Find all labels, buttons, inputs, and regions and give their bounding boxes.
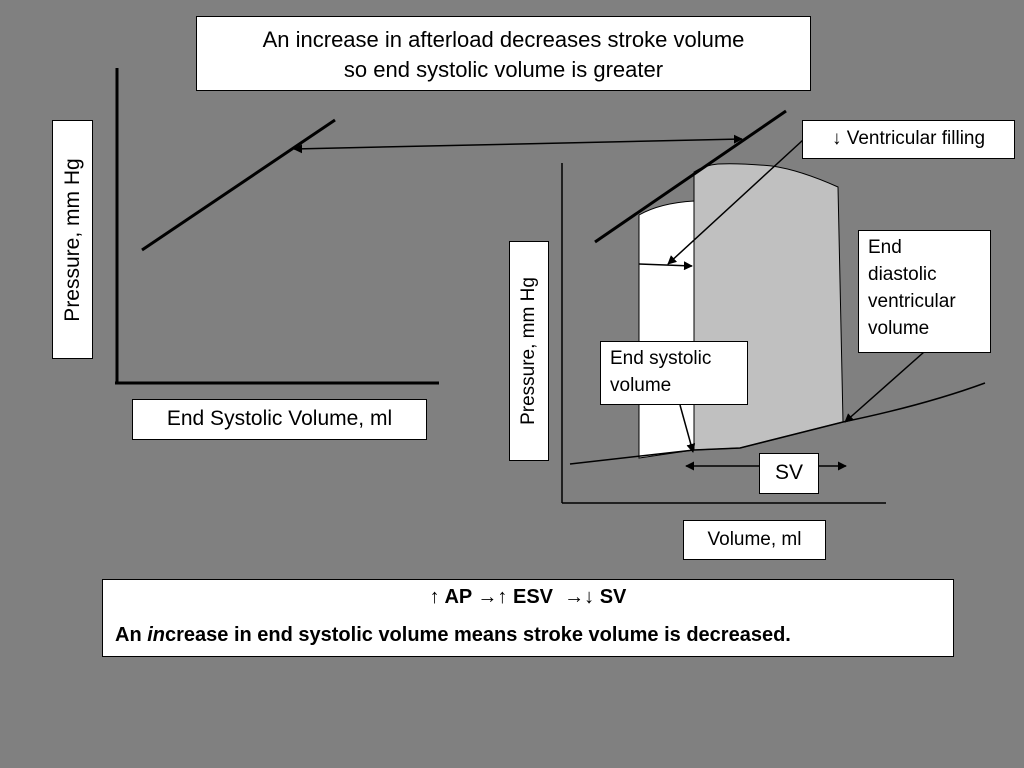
sentence-prefix: An (115, 624, 148, 646)
right-x-axis-label: Volume, ml (683, 520, 826, 560)
sentence-emphasis: in (147, 624, 165, 646)
end-systolic-label: End systolic volume (600, 341, 748, 405)
right-y-axis-label-box: Pressure, mm Hg (509, 241, 549, 461)
ventricular-filling-pointer (667, 139, 804, 265)
end-diastolic-line-3: ventricular (868, 291, 956, 312)
right-arrow-icon: → (564, 586, 585, 608)
esv-text: ESV (512, 586, 554, 608)
ap-text: AP (444, 586, 472, 608)
title-line-1: An increase in afterload decreases strok… (262, 27, 745, 52)
left-y-axis-label-box: Pressure, mm Hg (52, 120, 93, 359)
ventricular-filling-label: ↓ Ventricular filling (802, 120, 1015, 159)
end-systolic-line-2: volume (610, 375, 672, 396)
end-diastolic-label: End diastolic ventricular volume (858, 230, 991, 353)
width-arrow (638, 261, 693, 271)
left-y-axis-label: Pressure, mm Hg (60, 157, 84, 322)
filling-curve (569, 382, 986, 465)
title-box: An increase in afterload decreases strok… (196, 16, 811, 91)
summary-formula: ↑ AP →↑ ESV →↓ SV (103, 586, 953, 609)
summary-sentence: An increase in end systolic volume means… (115, 624, 791, 647)
end-diastolic-line-4: volume (868, 318, 930, 339)
left-esv-line (141, 118, 336, 252)
end-systolic-line-1: End systolic (610, 348, 712, 369)
end-diastolic-line-1: End (868, 237, 902, 258)
right-esv-line (594, 109, 787, 244)
right-arrow-icon: → (477, 586, 498, 608)
pv-loop-shaded (693, 163, 844, 451)
title-line-2: so end systolic volume is greater (343, 57, 664, 82)
sv-label: SV (759, 453, 819, 494)
end-diastolic-line-2: diastolic (868, 264, 937, 285)
down-arrow-icon: ↓ (584, 586, 595, 608)
up-arrow-icon: ↑ (497, 586, 508, 608)
end-systolic-pointer (679, 404, 696, 453)
left-x-axis-label: End Systolic Volume, ml (132, 399, 427, 440)
sentence-suffix: crease in end systolic volume means stro… (165, 624, 791, 646)
esv-increase-region (638, 200, 695, 459)
sv-text: SV (599, 586, 627, 608)
left-graph-axes (115, 68, 439, 385)
right-graph-axes (561, 163, 886, 504)
right-y-axis-label: Pressure, mm Hg (518, 277, 539, 425)
connecting-arrow (293, 134, 743, 154)
summary-box: ↑ AP →↑ ESV →↓ SV An increase in end sys… (102, 579, 954, 657)
up-arrow-icon: ↑ (429, 586, 440, 608)
end-diastolic-pointer (844, 351, 925, 423)
